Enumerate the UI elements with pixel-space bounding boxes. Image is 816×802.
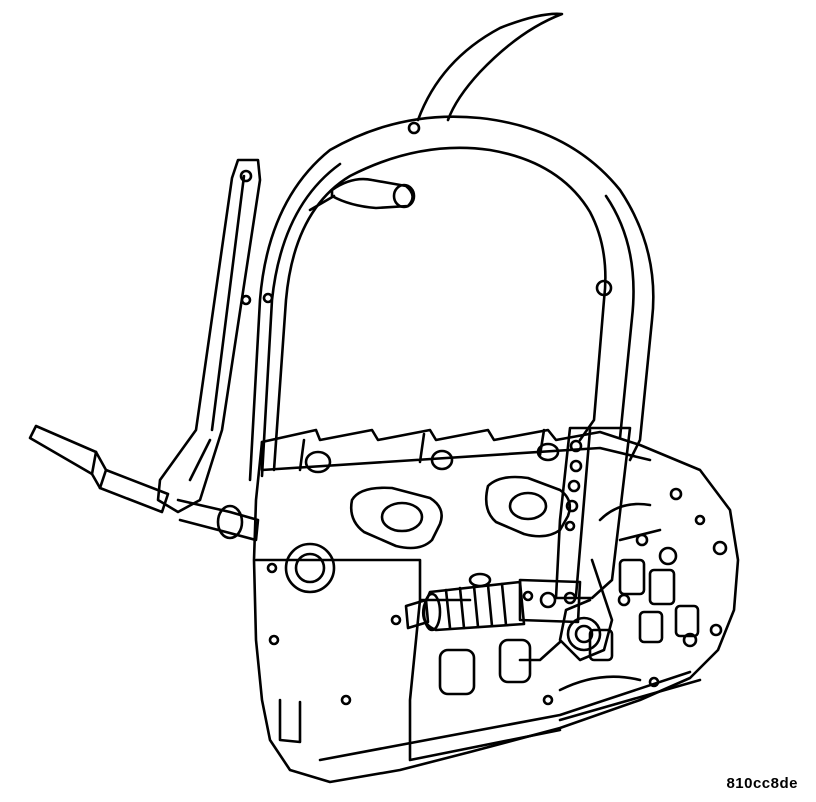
lever-grip: [28, 424, 170, 514]
port-gaskets: [349, 475, 572, 550]
figure-caption: 810cc8de: [726, 775, 798, 792]
frame-pin: [308, 177, 416, 212]
lever-rivet: [240, 294, 252, 306]
frame-rivet-right: [595, 279, 613, 297]
spring-adapter: [518, 578, 582, 624]
frame-rivet-top: [407, 121, 421, 135]
left-face-bores: [266, 442, 560, 706]
base-rail: [278, 670, 692, 762]
slide-bracket: [554, 426, 632, 600]
threaded-rod: [404, 572, 526, 632]
u-frame-inner: [272, 146, 607, 472]
frame-rivet-left: [262, 292, 274, 304]
u-frame-outer: [248, 115, 655, 482]
lever-pivot: [239, 169, 253, 183]
u-frame-edge: [260, 162, 635, 478]
rear-hook-handle: [416, 12, 564, 122]
valve-train: [438, 487, 728, 706]
cylinder-head: [252, 428, 740, 784]
cylinder-head-outline: [252, 428, 740, 784]
lever-arm-detail: [188, 174, 246, 482]
lever-arm: [156, 158, 262, 514]
jaw-arm: [518, 558, 614, 662]
head-deck: [254, 558, 702, 762]
valve-spring-compressor: [28, 12, 655, 662]
